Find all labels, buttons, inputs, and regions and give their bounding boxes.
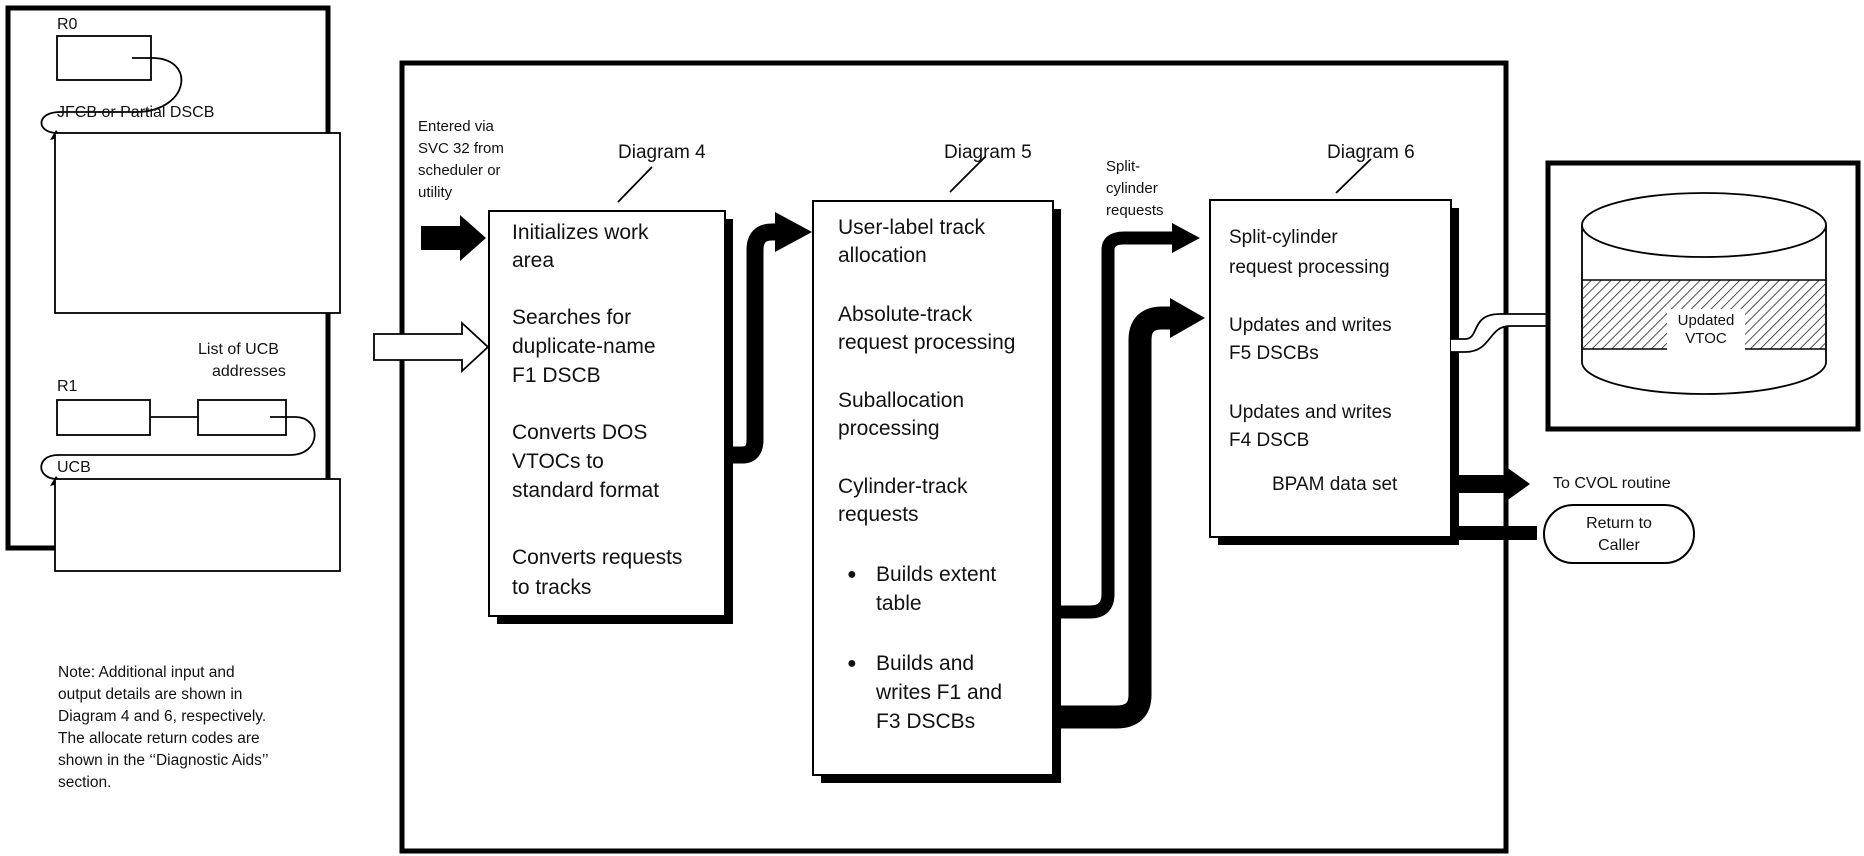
diagram6-title: Diagram 6 [1327, 142, 1415, 163]
diagram4-callout-line [617, 166, 653, 203]
note-line-3: Diagram 4 and 6, respectively. [58, 708, 267, 725]
d6-line-7: BPAM data set [1272, 474, 1398, 495]
d4-line-2: area [512, 249, 555, 272]
ucb-label: UCB [57, 459, 91, 476]
d6-line-3: Updates and writes [1229, 315, 1392, 336]
d5-line-1: User-label track [838, 216, 986, 239]
d6-line-6: F4 DSCB [1229, 430, 1310, 451]
disk-top [1581, 192, 1827, 258]
r0-pointer-line [40, 57, 183, 134]
diagram5-box [812, 200, 1054, 776]
d4-to-d5-arrow-head [775, 212, 812, 252]
jfcb-label: JFCB or Partial DSCB [57, 104, 215, 121]
entered-via-line-3: scheduler or [418, 162, 501, 179]
d5-bullet-1: ● [847, 566, 857, 583]
note-line-5: shown in the ‘‘Diagnostic Aids’’ [58, 752, 269, 769]
d5-line-2: allocation [838, 244, 927, 267]
d6-line-1: Split-cylinder [1229, 227, 1338, 248]
d5-line-3: Absolute-track [838, 303, 973, 326]
d5-line-8: requests [838, 503, 919, 526]
ucb-pointer-line [40, 416, 316, 480]
d5-line-7: Cylinder-track [838, 475, 968, 498]
d5-line-12: writes F1 and [876, 681, 1003, 704]
d6-line-4: F5 DSCBs [1229, 343, 1319, 364]
ucb-list-label-1: List of UCB [198, 341, 279, 358]
d4-line-6: Converts DOS [512, 421, 648, 444]
diagram5-callout-line [949, 156, 986, 193]
note-line-4: The allocate return codes are [58, 730, 260, 747]
dscb-arrow-shaft [1061, 306, 1172, 729]
jfcb-box [54, 132, 341, 314]
return-label-2: Caller [1598, 537, 1640, 554]
cvol-label: To CVOL routine [1553, 475, 1671, 492]
d6-line-5: Updates and writes [1229, 402, 1392, 423]
return-arrow [1451, 526, 1537, 540]
diagram4-title: Diagram 4 [618, 142, 706, 163]
ucb-list-label-2: addresses [212, 363, 286, 380]
diagram5-title: Diagram 5 [944, 142, 1032, 163]
vtoc-label-1: Updated [1677, 312, 1735, 329]
d6-line-2: request processing [1229, 257, 1390, 278]
split-cylinder-arrow-head [1172, 223, 1200, 253]
d4-line-10: to tracks [512, 576, 592, 599]
note-line-2: output details are shown in [58, 686, 243, 703]
d4-line-3: Searches for [512, 306, 632, 329]
vtoc-label-2: VTOC [1685, 330, 1727, 347]
d5-line-13: F3 DSCBs [876, 710, 976, 733]
d4-line-5: F1 DSCB [512, 364, 601, 387]
diagram6-callout-line [1335, 158, 1372, 194]
d5-line-4: request processing [838, 331, 1016, 354]
ucb-box [54, 478, 341, 572]
input-hollow-arrow [373, 320, 490, 374]
note-line-6: section. [58, 774, 112, 791]
entered-via-line-1: Entered via [418, 118, 494, 135]
return-terminator [1543, 504, 1695, 564]
d4-line-1: Initializes work [512, 221, 649, 244]
entered-via-line-4: utility [418, 184, 453, 201]
split-label-2: cylinder [1106, 180, 1158, 197]
d4-line-4: duplicate-name [512, 335, 656, 358]
d5-line-5: Suballocation [838, 389, 965, 412]
cvol-arrow [1451, 466, 1530, 502]
d5-line-6: processing [838, 417, 940, 440]
dscb-arrow-head [1170, 298, 1205, 338]
process-frame [399, 60, 1509, 854]
return-label-1: Return to [1586, 515, 1652, 532]
d5-bullet-2: ● [847, 655, 857, 672]
d4-line-9: Converts requests [512, 546, 683, 569]
split-label-3: requests [1106, 202, 1164, 219]
r1-register-box [56, 399, 151, 436]
d5-line-10: table [876, 592, 922, 615]
note-line-1: Note: Additional input and [58, 664, 235, 681]
diagram4-box [488, 210, 726, 617]
r1-label: R1 [57, 378, 78, 395]
entry-solid-arrow [421, 215, 486, 261]
d4-line-7: VTOCs to [512, 450, 604, 473]
entered-via-line-2: SVC 32 from [418, 140, 504, 157]
d4-to-d5-arrow-shaft [733, 223, 778, 464]
d4-line-8: standard format [512, 479, 660, 502]
diagram6-box [1209, 199, 1452, 538]
split-cylinder-arrow-shaft [1061, 231, 1174, 619]
d5-line-11: Builds and [876, 652, 975, 675]
split-label-1: Split- [1106, 158, 1141, 175]
r0-label: R0 [57, 16, 78, 33]
d5-line-9: Builds extent [876, 563, 997, 586]
vtoc-label-backing [1667, 309, 1745, 353]
